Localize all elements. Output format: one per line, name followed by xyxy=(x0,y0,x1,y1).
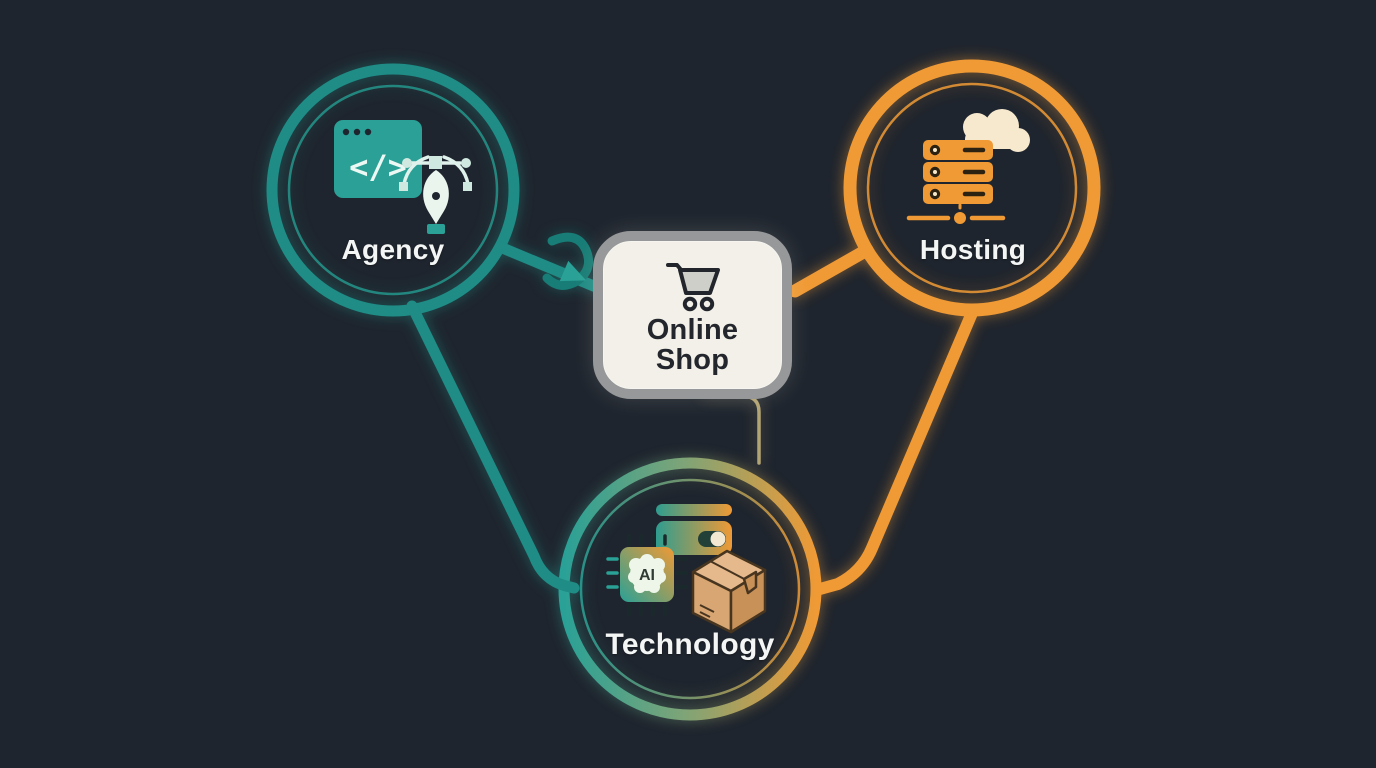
online-shop-node: Online Shop xyxy=(593,231,792,399)
pen-cap xyxy=(427,224,445,234)
technology-label: Technology xyxy=(605,628,775,661)
window-dot xyxy=(353,128,361,136)
agency-label: Agency xyxy=(341,234,445,265)
technology-icon-group: AI xyxy=(606,504,767,634)
browser-code-icon: </> xyxy=(334,120,422,198)
window-dot xyxy=(342,128,350,136)
server-slot xyxy=(962,147,986,197)
chip-glyph: AI xyxy=(639,567,655,584)
ai-chip-icon: AI xyxy=(606,534,688,616)
network-node-icon xyxy=(906,203,1006,224)
box-tape-flap xyxy=(742,570,758,595)
pen-tool-icon xyxy=(399,155,472,234)
shopping-cart-icon xyxy=(665,263,720,312)
server-stack-icon xyxy=(923,140,993,204)
package-box-icon xyxy=(691,549,767,634)
window-dot xyxy=(364,128,372,136)
hosting-icon-group xyxy=(906,109,1030,224)
hosting-label: Hosting xyxy=(919,234,1027,265)
shop-label-line2: Shop xyxy=(655,344,730,376)
credit-card-icon xyxy=(656,504,732,555)
server-led xyxy=(929,144,941,200)
agency-icon-group: </> xyxy=(334,120,472,234)
brain-shape xyxy=(628,554,666,593)
code-glyph: </> xyxy=(349,148,407,186)
shop-label-line1: Online xyxy=(646,314,739,346)
